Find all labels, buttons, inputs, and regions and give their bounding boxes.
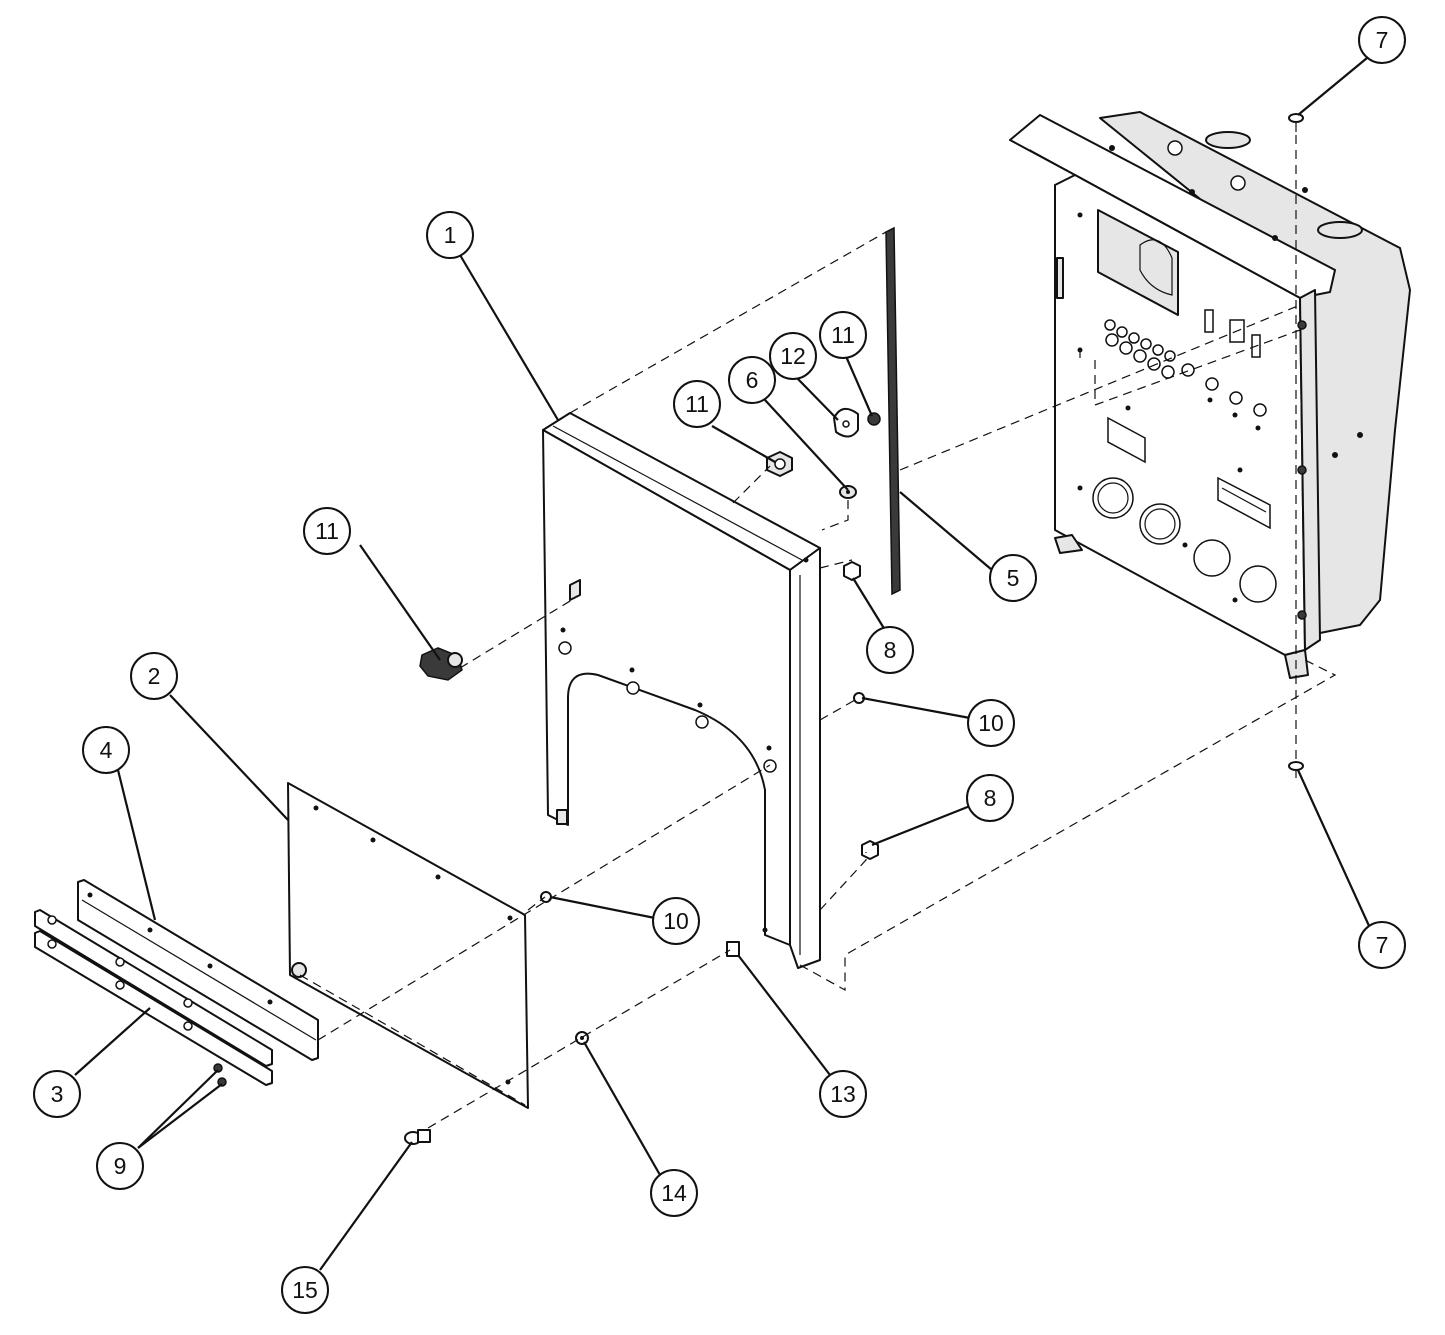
- balloon-label: 7: [1376, 932, 1389, 958]
- enclosure-housing: [1009, 111, 1411, 679]
- assembly-lines: [299, 135, 1337, 1129]
- balloon-label: 9: [114, 1153, 127, 1179]
- cover-plate: [287, 782, 529, 1109]
- gasket-strip: [885, 226, 901, 596]
- balloon-10-lower: 10: [652, 897, 700, 945]
- balloon-label: 6: [746, 367, 759, 393]
- balloon-2: 2: [130, 652, 178, 700]
- balloon-label: 10: [663, 908, 689, 934]
- balloon-label: 8: [984, 785, 997, 811]
- balloon-14: 14: [650, 1169, 698, 1217]
- balloon-label: 1: [444, 222, 457, 248]
- balloon-15: 15: [281, 1266, 329, 1314]
- leader-lines: [74, 57, 1372, 1271]
- balloon-label: 4: [100, 737, 113, 763]
- rail-strips: [34, 879, 319, 1086]
- balloon-11-right: 11: [819, 311, 867, 359]
- balloon-label: 10: [978, 710, 1004, 736]
- balloon-9: 9: [96, 1142, 144, 1190]
- balloon-label: 7: [1376, 27, 1389, 53]
- balloon-label: 11: [685, 391, 709, 417]
- balloon-10-upper: 10: [967, 699, 1015, 747]
- front-cover: [542, 412, 821, 969]
- balloon-11-left: 11: [303, 507, 351, 555]
- balloon-label: 13: [830, 1081, 856, 1107]
- balloon-label: 2: [148, 663, 161, 689]
- balloon-label: 3: [51, 1081, 64, 1107]
- balloon-label: 14: [661, 1180, 687, 1206]
- balloon-5: 5: [989, 554, 1037, 602]
- balloon-8-lower: 8: [966, 774, 1014, 822]
- balloon-label: 12: [780, 343, 806, 369]
- balloon-7-bottom: 7: [1358, 921, 1406, 969]
- balloon-13: 13: [819, 1070, 867, 1118]
- hardware-parts: [213, 113, 1304, 1145]
- balloon-8-upper: 8: [866, 626, 914, 674]
- balloon-label: 11: [831, 322, 855, 348]
- balloon-11-middle: 11: [673, 380, 721, 428]
- balloon-label: 15: [292, 1277, 318, 1303]
- balloon-7-top: 7: [1358, 16, 1406, 64]
- balloon-6: 6: [728, 356, 776, 404]
- balloon-3: 3: [33, 1070, 81, 1118]
- balloon-12: 12: [769, 332, 817, 380]
- balloon-label: 11: [315, 518, 339, 544]
- balloon-1: 1: [426, 211, 474, 259]
- balloon-label: 5: [1007, 565, 1020, 591]
- balloon-4: 4: [82, 726, 130, 774]
- balloon-label: 8: [884, 637, 897, 663]
